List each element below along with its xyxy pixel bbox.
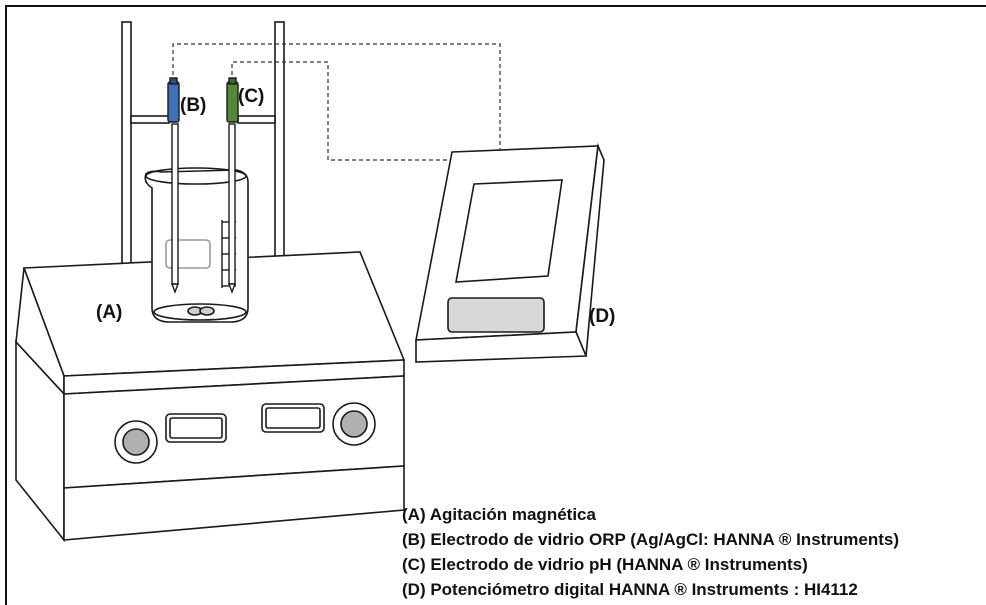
electrode-c-body xyxy=(228,123,236,285)
legend: (A) Agitación magnética (B) Electrodo de… xyxy=(402,502,986,602)
electrode-c-cap-top xyxy=(228,77,237,85)
stirrer-knob-left-inner xyxy=(122,428,150,456)
label-c: (C) xyxy=(238,86,264,107)
label-b: (B) xyxy=(180,95,206,116)
electrode-b-cap-top xyxy=(169,77,178,85)
stir-bar-right xyxy=(199,306,215,316)
beaker-bottom xyxy=(153,303,247,321)
electrode-b-cap xyxy=(167,81,180,123)
electrode-c-cap xyxy=(226,81,239,123)
meter-screen xyxy=(455,179,563,283)
electrode-c-tip xyxy=(227,283,237,294)
meter-bottom-front xyxy=(415,331,588,363)
stirrer-display-right-inner xyxy=(265,407,321,429)
stand-rod-left xyxy=(121,21,132,275)
cable-c xyxy=(231,61,456,161)
legend-item-a: (A) Agitación magnética xyxy=(402,505,596,524)
stand-rod-right xyxy=(274,21,285,275)
beaker-label-area xyxy=(165,239,211,269)
legend-item-d: (D) Potenciómetro digital HANNA ® Instru… xyxy=(402,580,858,599)
digital-potentiometer xyxy=(415,142,605,363)
meter-keypad xyxy=(447,297,545,333)
legend-item-b: (B) Electrodo de vidrio ORP (Ag/AgCl: HA… xyxy=(402,530,900,549)
clamp-arm-right xyxy=(237,115,276,124)
electrode-b-body xyxy=(171,123,179,285)
electrode-cables xyxy=(172,43,501,163)
cable-b xyxy=(172,43,501,163)
legend-item-c: (C) Electrodo de vidrio pH (HANNA ® Inst… xyxy=(402,555,808,574)
stirrer-display-right xyxy=(261,403,325,433)
stirrer-base-bottom xyxy=(63,465,405,541)
beaker-rim xyxy=(145,167,247,185)
electrode-c xyxy=(226,77,239,294)
clamp-arm-left xyxy=(130,115,170,124)
stirrer-knob-right-inner xyxy=(340,410,368,438)
figure-border xyxy=(5,5,986,605)
label-a: (A) xyxy=(96,302,122,323)
electrode-b xyxy=(167,77,180,294)
electrode-b-tip xyxy=(170,283,180,294)
magnetic-stirrer xyxy=(15,251,406,543)
stirrer-display-left-inner xyxy=(169,417,223,439)
label-d: (D) xyxy=(589,306,615,327)
stirrer-display-left xyxy=(165,413,227,443)
